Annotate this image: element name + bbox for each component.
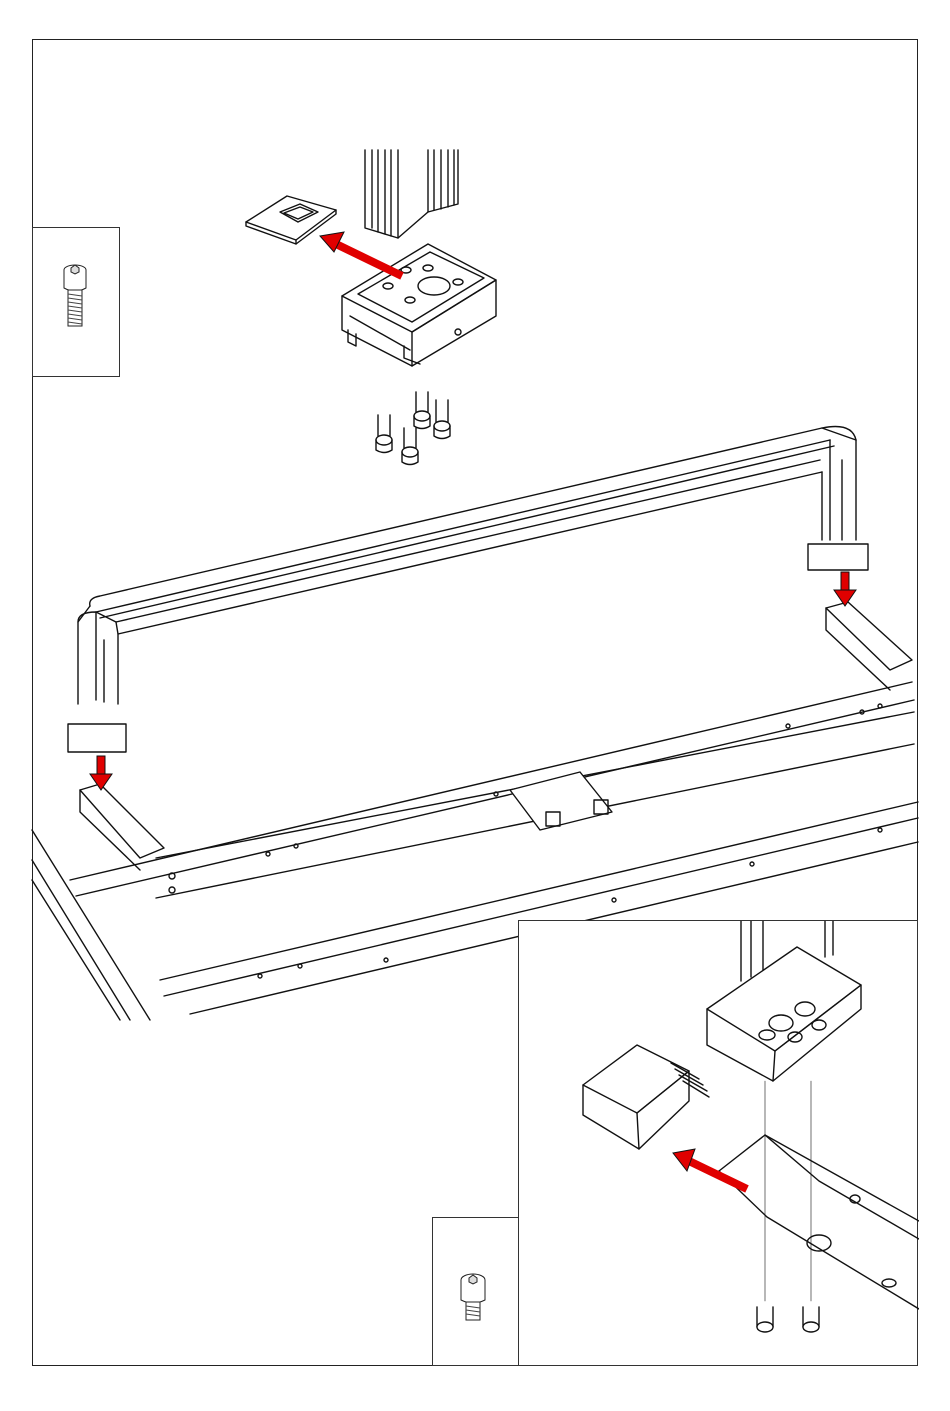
bolt-set: [376, 392, 450, 465]
top-crossbar: [68, 427, 868, 753]
socket-head-bolt-short-icon: [433, 1218, 520, 1367]
hardware-callout-short-bolt: [432, 1217, 519, 1366]
arrow-cover-plate: [320, 232, 402, 276]
arrow-right-leg: [834, 572, 856, 606]
arrow-left-leg: [90, 756, 112, 790]
end-cap-detail-diagram: [519, 921, 919, 1367]
detail-inset: [518, 920, 918, 1366]
upright-profile: [365, 150, 458, 238]
arrow-end-cap: [673, 1149, 747, 1189]
